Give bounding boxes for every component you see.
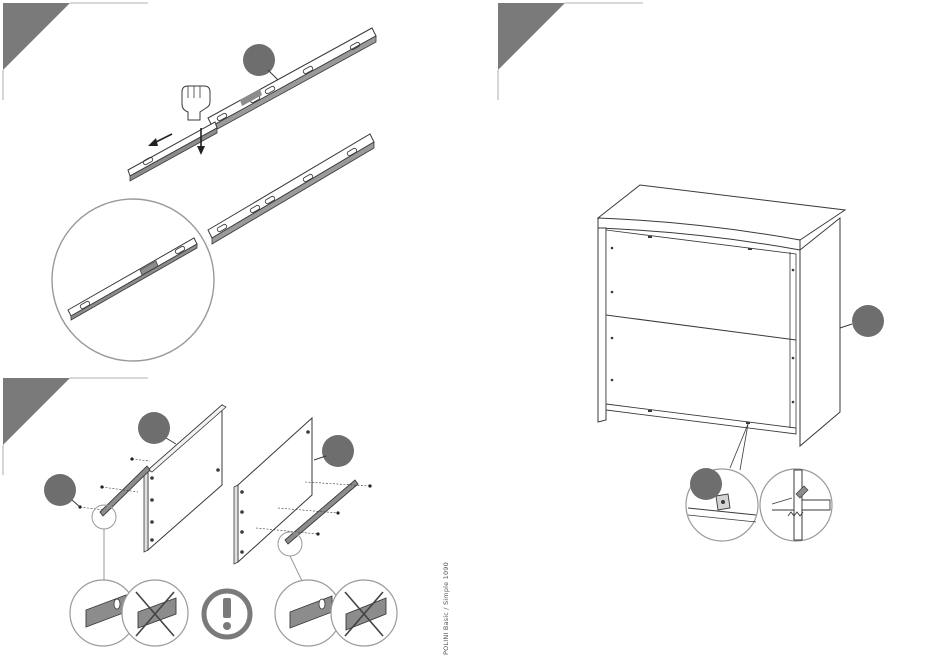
step-c-corner-marker	[498, 3, 565, 70]
warning-exclamation-icon	[204, 591, 250, 637]
callout-circle-screw	[44, 474, 76, 506]
detail-section-cut	[760, 469, 832, 541]
drawer-rail-lower	[208, 134, 374, 244]
drawer-rail-left	[100, 466, 150, 516]
callout-circle-carcass	[852, 305, 884, 337]
detail-circle-rail-member	[52, 199, 214, 361]
arrow-left-icon	[148, 134, 172, 146]
callout-circle-fitting	[690, 468, 722, 500]
callout-circle-panel-left	[138, 412, 170, 444]
drawer-side-panel-right	[234, 418, 312, 564]
detail-incorrect-right	[331, 580, 397, 646]
drawer-rail-inner-member	[128, 122, 217, 181]
cabinet-carcass	[598, 185, 845, 446]
step-a-panel	[3, 3, 376, 361]
drawer-rail-upper	[208, 28, 376, 132]
step-b-panel	[3, 378, 397, 646]
hand-pinch-icon	[182, 86, 210, 120]
step-a-corner-marker	[3, 3, 70, 70]
step-b-corner-marker	[3, 378, 70, 445]
footer-product-name: POLINI Basic / Simple 1090	[442, 575, 456, 655]
callout-circle-step-a	[243, 44, 275, 76]
step-c-panel	[498, 3, 884, 541]
detail-incorrect-left	[122, 580, 188, 646]
callout-circle-panel-right	[322, 435, 354, 467]
